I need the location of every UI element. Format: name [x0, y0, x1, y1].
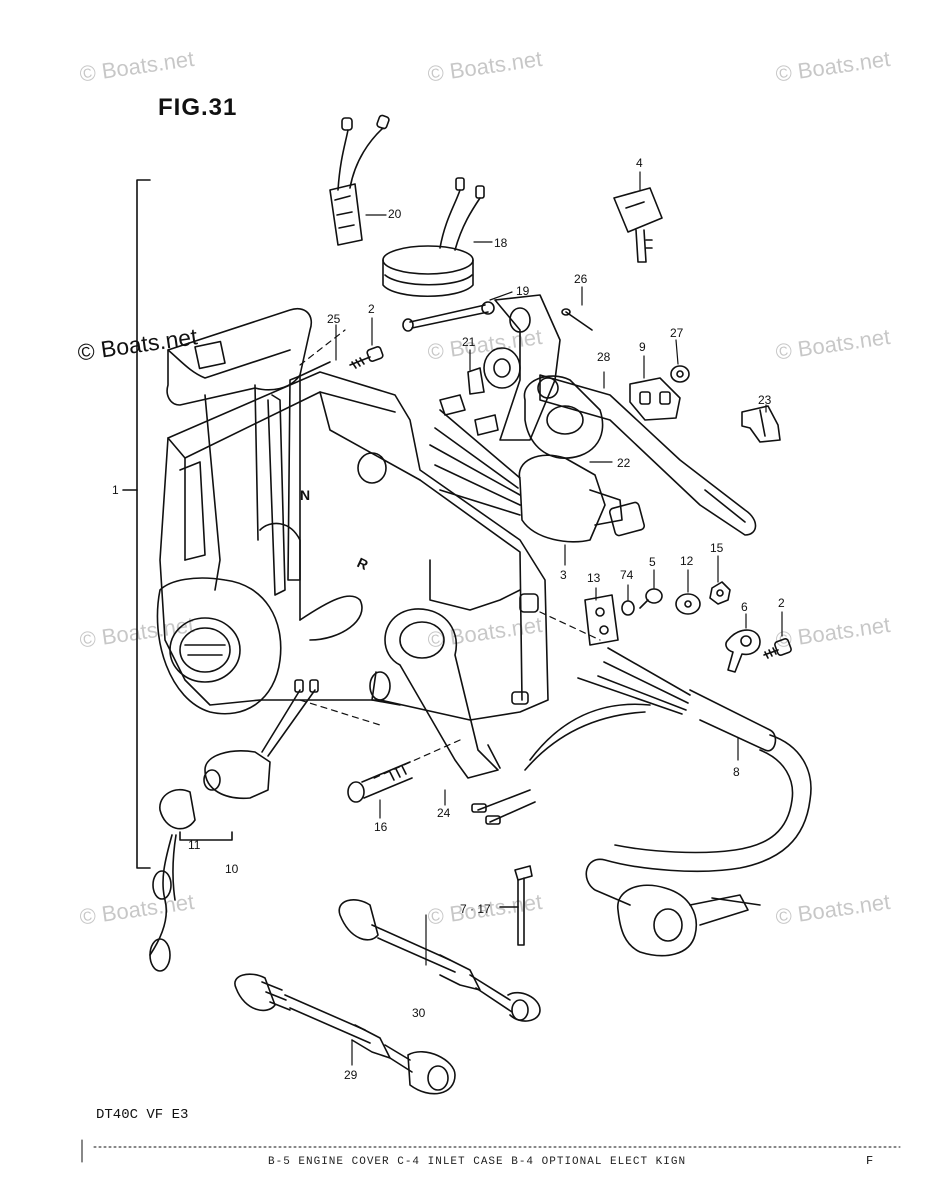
figure-title: FIG.31	[158, 94, 238, 121]
callout-18: 18	[494, 236, 508, 250]
callout-30: 30	[412, 1006, 426, 1020]
terminal-plate-13	[584, 594, 619, 646]
callout-20: 20	[388, 207, 402, 221]
washer-12	[675, 593, 701, 615]
bushing-21	[467, 347, 521, 395]
callout-6: 6	[741, 600, 748, 614]
switch-10	[203, 679, 319, 800]
lever-24	[384, 608, 501, 779]
mounting-bracket	[494, 294, 561, 441]
assembly-bracket-1	[122, 179, 151, 869]
callout-24: 24	[437, 806, 451, 820]
callout-16: 16	[374, 820, 388, 834]
lead-wire-19	[402, 301, 495, 332]
extension-cable-29	[234, 973, 456, 1095]
lanyard-11	[149, 788, 233, 972]
reverse-marker: R	[355, 554, 371, 573]
callout-19: 19	[516, 284, 530, 298]
callout-2-top: 2	[368, 302, 375, 316]
screw-5	[639, 588, 663, 609]
callout-11: 11	[188, 838, 201, 852]
callout-1: 1	[112, 483, 119, 497]
remote-control-box	[159, 371, 549, 721]
footer-reference-text: B-5 ENGINE COVER C-4 INLET CASE B-4 OPTI…	[268, 1156, 687, 1168]
callout-25: 25	[327, 312, 341, 326]
nut-15	[709, 581, 731, 605]
clamp-6	[725, 629, 761, 673]
callout-5: 5	[649, 555, 656, 569]
callout-28: 28	[597, 350, 611, 364]
harness-connector	[617, 884, 761, 957]
callout-8: 8	[733, 765, 740, 779]
footer-rule	[81, 1139, 901, 1163]
clip-23	[741, 405, 781, 443]
callout-9: 9	[639, 340, 646, 354]
callout-15: 15	[710, 541, 724, 555]
ignition-switch-3	[429, 394, 646, 543]
assembly-dash-lines	[299, 329, 601, 781]
screw-2-right	[763, 638, 792, 659]
switch-9	[629, 377, 681, 421]
wire-harness-8	[471, 647, 812, 906]
key-4	[613, 187, 663, 263]
plate-22	[523, 375, 604, 459]
pin-26	[561, 308, 593, 331]
shift-markers: N R	[300, 487, 371, 573]
nut-27	[670, 365, 690, 383]
callout-leaders	[335, 171, 783, 1066]
neutral-marker: N	[300, 487, 310, 503]
callout-13: 13	[587, 571, 601, 585]
callout-21: 21	[462, 335, 476, 349]
throttle-lever-handle	[156, 308, 312, 715]
callout-26: 26	[574, 272, 588, 286]
washer-14	[621, 600, 635, 616]
footer-page-letter: F	[866, 1154, 874, 1168]
extension-cable-30	[338, 899, 541, 1022]
callout-29: 29	[344, 1068, 358, 1082]
callout-2-right: 2	[778, 596, 785, 610]
callout-3: 3	[560, 568, 567, 582]
bolt-16	[347, 761, 413, 803]
callout-23: 23	[758, 393, 772, 407]
long-rod-25	[287, 361, 331, 581]
callout-7-17: 7 · 17	[460, 902, 491, 916]
callout-27: 27	[670, 326, 684, 340]
screw-2-top	[349, 346, 384, 369]
arm-28	[537, 374, 757, 536]
callout-14: 74	[620, 568, 634, 582]
grommet-18	[382, 177, 485, 297]
callout-10: 10	[225, 862, 239, 876]
model-code: DT40C VF E3	[96, 1107, 189, 1123]
callout-4: 4	[636, 156, 643, 170]
callout-22: 22	[617, 456, 631, 470]
callout-12: 12	[680, 554, 694, 568]
cable-tie-7-17	[499, 865, 533, 946]
connector-20	[329, 114, 390, 246]
